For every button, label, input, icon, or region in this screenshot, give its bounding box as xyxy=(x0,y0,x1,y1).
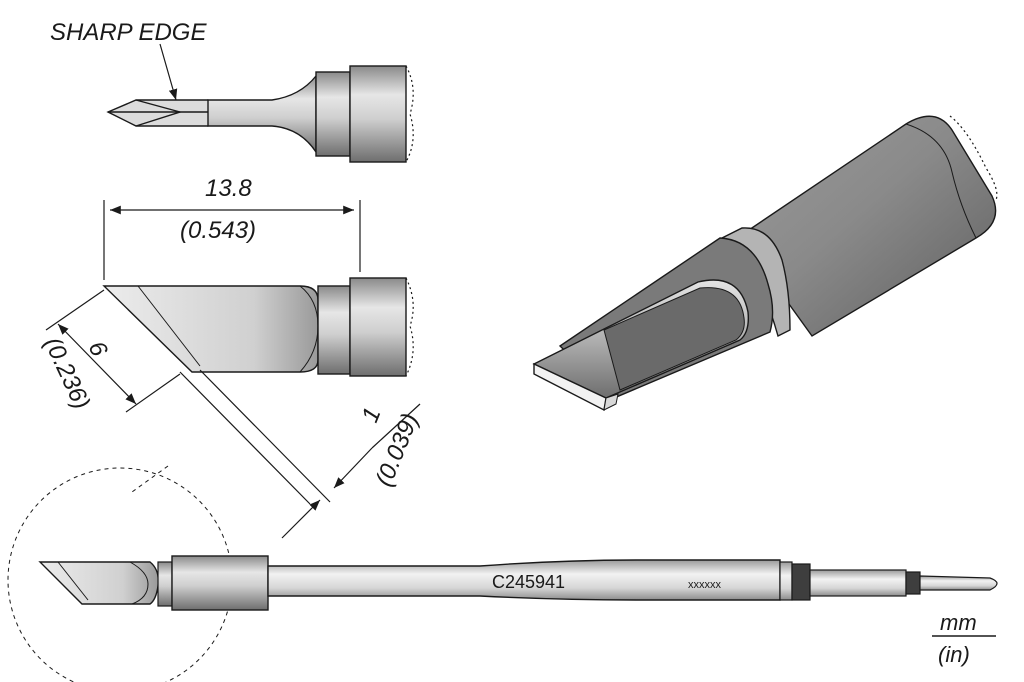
dimension-thickness xyxy=(179,369,421,539)
side-view-blade xyxy=(102,277,414,377)
unit-mm-label: mm xyxy=(940,610,977,635)
dimension-length xyxy=(103,200,361,280)
isometric-view xyxy=(532,115,998,412)
unit-in-label: (in) xyxy=(938,642,970,667)
serial-code-label: xxxxxx xyxy=(688,579,722,591)
thickness-mm-label: 1 xyxy=(357,404,387,427)
dimension-width xyxy=(45,289,181,413)
full-tip-view xyxy=(7,465,998,682)
length-mm-label: 13.8 xyxy=(205,175,252,202)
part-number-label: C245941 xyxy=(492,572,565,592)
sharp-edge-label: SHARP EDGE xyxy=(50,19,207,46)
width-mm-label: 6 xyxy=(83,337,113,361)
width-in-label: (0.236) xyxy=(39,333,96,413)
length-in-label: (0.543) xyxy=(180,217,256,244)
side-view-top xyxy=(106,43,414,163)
